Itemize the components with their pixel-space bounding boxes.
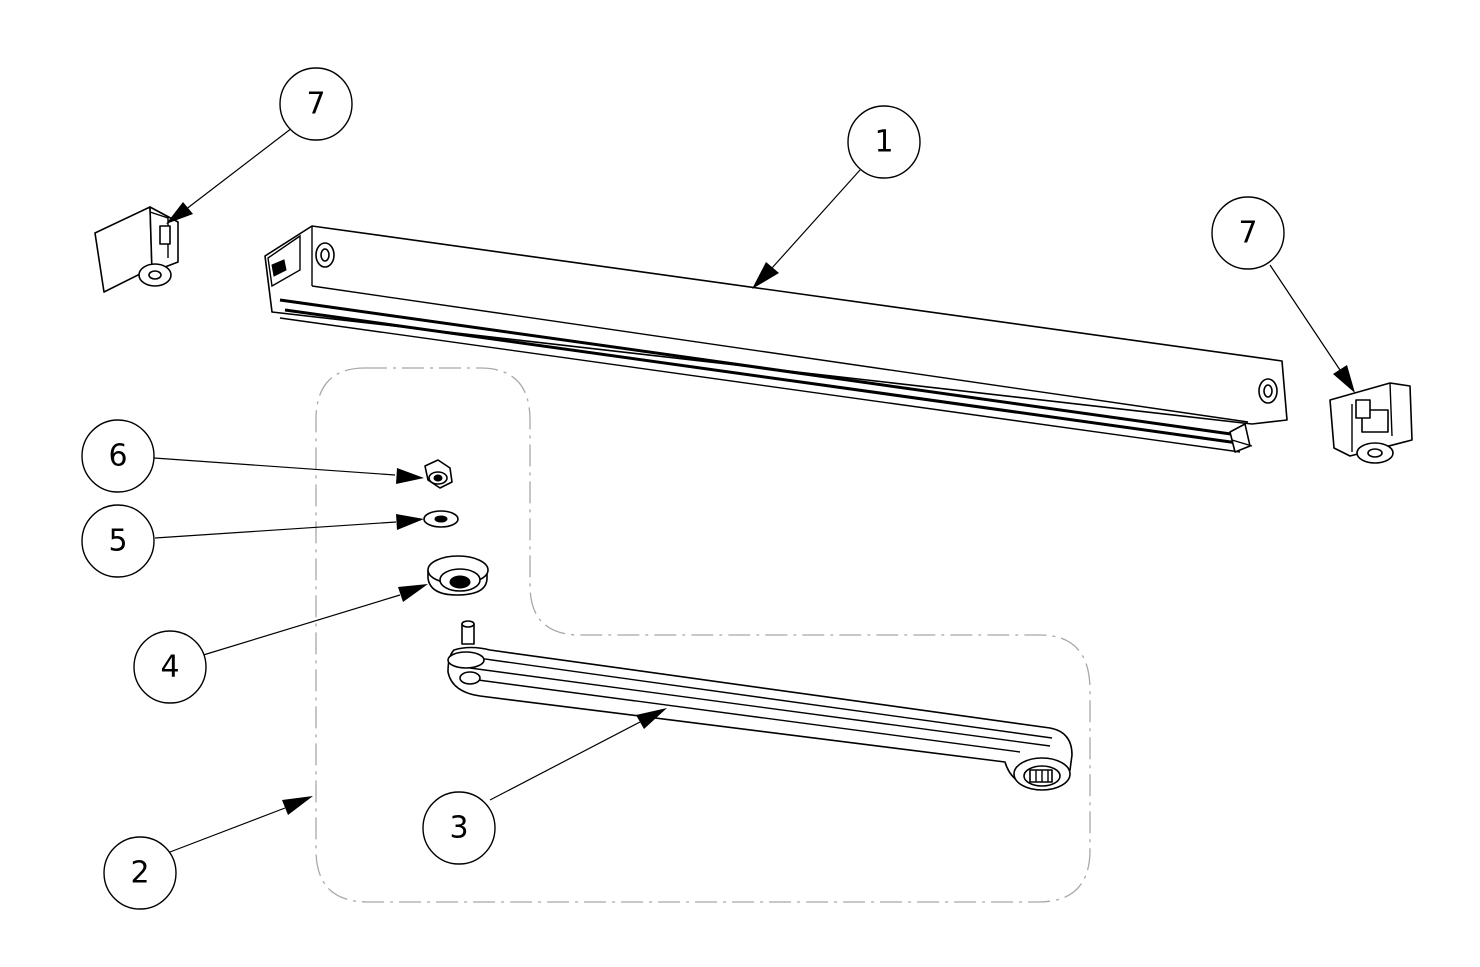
balloon-7-left: 7 bbox=[279, 67, 353, 141]
balloon-label: 3 bbox=[449, 811, 468, 846]
balloon-7-right: 7 bbox=[1211, 196, 1285, 270]
roller-bearing bbox=[427, 555, 489, 596]
balloon-3: 3 bbox=[422, 791, 496, 865]
balloon-label: 5 bbox=[108, 524, 127, 559]
leader-line-6 bbox=[153, 457, 396, 476]
balloon-label: 2 bbox=[130, 856, 149, 891]
channel-rail bbox=[264, 225, 1288, 453]
balloon-label: 1 bbox=[874, 125, 893, 160]
arrowhead-1 bbox=[752, 262, 779, 289]
leader-line-4 bbox=[199, 594, 401, 657]
arrowhead-7-right bbox=[1333, 365, 1355, 393]
balloon-2: 2 bbox=[103, 836, 177, 910]
balloon-label: 6 bbox=[108, 439, 127, 474]
leader-line-5 bbox=[154, 521, 397, 539]
leader-line-3 bbox=[489, 721, 641, 801]
leader-line-2 bbox=[169, 807, 286, 853]
leader-line-7-left bbox=[184, 127, 293, 211]
washer bbox=[423, 510, 459, 528]
leader-line-7-right bbox=[1269, 264, 1341, 371]
balloon-1: 1 bbox=[847, 105, 921, 179]
arrowhead-4 bbox=[398, 584, 428, 602]
balloon-4: 4 bbox=[133, 630, 207, 704]
balloon-6: 6 bbox=[81, 419, 155, 493]
arm bbox=[447, 620, 1073, 791]
end-cap-left bbox=[94, 206, 179, 293]
arm-assembly-phantom-outline bbox=[315, 367, 1091, 903]
balloon-label: 7 bbox=[306, 87, 325, 122]
leader-line-1 bbox=[771, 169, 861, 269]
arrowhead-3 bbox=[636, 708, 667, 729]
balloon-label: 7 bbox=[1238, 216, 1257, 251]
nut bbox=[424, 459, 453, 489]
arrowhead-5 bbox=[396, 514, 424, 530]
balloon-label: 4 bbox=[160, 650, 179, 685]
balloon-5: 5 bbox=[81, 504, 155, 578]
end-cap-right bbox=[1329, 382, 1413, 464]
arrowhead-6 bbox=[396, 468, 424, 484]
arrowhead-7-left bbox=[166, 202, 193, 224]
arrowhead-2 bbox=[282, 796, 313, 815]
